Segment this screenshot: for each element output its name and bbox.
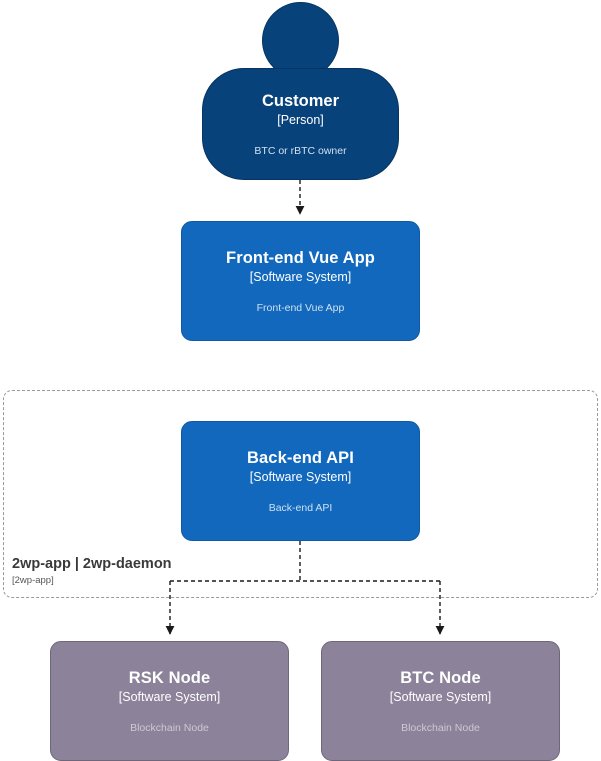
boundary-title: 2wp-app | 2wp-daemon [12,556,172,572]
btc-node-title: BTC Node [400,668,481,687]
rsk-node-description: Blockchain Node [130,721,209,734]
backend-description: Back-end API [268,501,333,514]
node-btc-node[interactable]: BTC Node [Software System] Blockchain No… [321,641,560,761]
backend-title: Back-end API [247,448,354,467]
customer-type: [Person] [277,112,324,127]
boundary-2wp-app [3,390,598,598]
node-backend-api[interactable]: Back-end API [Software System] Back-end … [181,421,420,541]
customer-description: BTC or rBTC owner [254,144,347,157]
node-rsk-node[interactable]: RSK Node [Software System] Blockchain No… [50,641,289,761]
customer-body[interactable]: Customer [Person] BTC or rBTC owner [202,68,399,180]
node-customer[interactable]: Customer [Person] BTC or rBTC owner [0,0,601,185]
node-frontend-vue-app[interactable]: Front-end Vue App [Software System] Fron… [181,221,420,341]
backend-type: [Software System] [249,469,352,484]
btc-node-type: [Software System] [389,689,492,704]
boundary-label: 2wp-app | 2wp-daemon [2wp-app] [12,555,172,587]
boundary-type: [2wp-app] [12,575,54,586]
btc-node-description: Blockchain Node [401,721,480,734]
frontend-description: Front-end Vue App [256,301,345,314]
rsk-node-type: [Software System] [118,689,221,704]
frontend-title: Front-end Vue App [226,248,375,267]
customer-title: Customer [261,91,339,110]
rsk-node-title: RSK Node [128,668,211,687]
frontend-type: [Software System] [249,269,352,284]
